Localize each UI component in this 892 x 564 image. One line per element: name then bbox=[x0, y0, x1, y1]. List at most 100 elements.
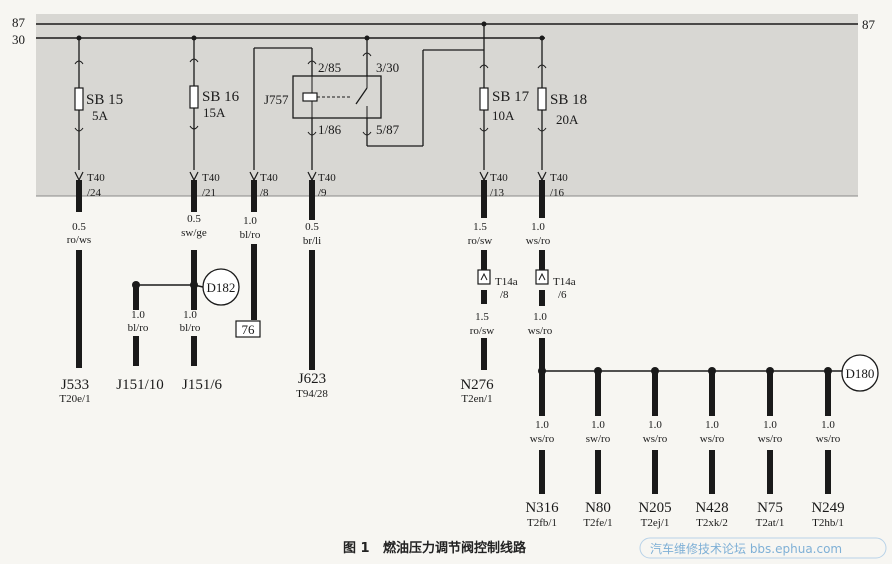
wire-color: ws/ro bbox=[758, 433, 783, 445]
wire-gauge: 1.0 bbox=[535, 419, 549, 431]
fuse-name: SB 18 bbox=[550, 92, 587, 108]
component-pin: T2at/1 bbox=[756, 517, 785, 529]
wire-labels: 0.5 ro/ws 0.5 sw/ge 1.0 bl/ro 0.5 br/li … bbox=[67, 213, 841, 445]
component-pin: T20e/1 bbox=[59, 393, 90, 405]
fuse-rating: 15A bbox=[203, 105, 226, 120]
wire-gauge: 1.5 bbox=[473, 221, 487, 233]
wire-color: bl/ro bbox=[128, 322, 149, 334]
ref-box: 76 bbox=[235, 320, 261, 338]
relay-pin-85: 2/85 bbox=[318, 60, 341, 75]
ground-point-d182: D182 bbox=[202, 268, 240, 306]
connector-label: T40 bbox=[318, 172, 336, 184]
wire-runs bbox=[76, 180, 831, 494]
connector-label: /13 bbox=[490, 187, 505, 199]
wire-gauge: 0.5 bbox=[305, 221, 319, 233]
wire-gauge: 1.0 bbox=[531, 221, 545, 233]
wire-gauge: 0.5 bbox=[187, 213, 201, 225]
wire-gauge: 0.5 bbox=[72, 221, 86, 233]
fuse-name: SB 17 bbox=[492, 89, 530, 105]
component-n75: N75 bbox=[757, 500, 783, 516]
component-pin: T2fe/1 bbox=[583, 517, 612, 529]
rail-label-87-left: 87 bbox=[12, 15, 26, 30]
rail-label-30: 30 bbox=[12, 32, 25, 47]
wire-color: ws/ro bbox=[526, 235, 551, 247]
watermark-frame bbox=[639, 537, 887, 559]
component-pin: T94/28 bbox=[296, 388, 328, 400]
connector-label: /16 bbox=[550, 187, 565, 199]
wire-color: br/li bbox=[303, 235, 321, 247]
connector-label: /6 bbox=[558, 289, 567, 301]
ground-label: D182 bbox=[207, 280, 236, 295]
wire-color: bl/ro bbox=[180, 322, 201, 334]
fuse-relay-panel bbox=[36, 14, 858, 196]
wire-color: bl/ro bbox=[240, 229, 261, 241]
component-j151-10: J151/10 bbox=[116, 377, 164, 393]
relay-name: J757 bbox=[264, 92, 289, 107]
wire-gauge: 1.0 bbox=[243, 215, 257, 227]
fuse-name: SB 16 bbox=[202, 89, 240, 105]
wire-color: ws/ro bbox=[528, 325, 553, 337]
component-pin: T2fb/1 bbox=[527, 517, 557, 529]
wire-gauge: 1.5 bbox=[475, 311, 489, 323]
connector-label: /24 bbox=[87, 187, 102, 199]
fuse-rating: 5A bbox=[92, 108, 109, 123]
wire-gauge: 1.0 bbox=[131, 309, 145, 321]
wire-color: sw/ro bbox=[586, 433, 611, 445]
wire-gauge: 1.0 bbox=[591, 419, 605, 431]
fuse-sb16: SB 16 15A bbox=[189, 38, 240, 170]
component-n316: N316 bbox=[525, 500, 559, 516]
wire-color: ws/ro bbox=[700, 433, 725, 445]
fuse-sb17: SB 17 10A bbox=[479, 24, 530, 170]
connector-label: T40 bbox=[490, 172, 508, 184]
connector-label: /8 bbox=[260, 187, 269, 199]
wire-gauge: 1.0 bbox=[533, 311, 547, 323]
wire-gauge: 1.0 bbox=[821, 419, 835, 431]
wire-color: ws/ro bbox=[530, 433, 555, 445]
wire-gauge: 1.0 bbox=[705, 419, 719, 431]
component-pin: T2en/1 bbox=[461, 393, 492, 405]
component-labels: J533 T20e/1 J151/10 J151/6 J623 T94/28 N… bbox=[59, 371, 844, 529]
connector-label: T40 bbox=[550, 172, 568, 184]
plug-t14a-6: T14a /6 bbox=[535, 269, 576, 301]
component-n205: N205 bbox=[638, 500, 671, 516]
fuse-rating: 20A bbox=[556, 112, 579, 127]
component-j533: J533 bbox=[61, 377, 89, 393]
figure-number: 图 1 bbox=[343, 541, 370, 556]
wire-color: ws/ro bbox=[643, 433, 668, 445]
relay-pin-86: 1/86 bbox=[318, 122, 342, 137]
component-pin: T2ej/1 bbox=[641, 517, 670, 529]
ground-label: D180 bbox=[846, 366, 875, 381]
component-n249: N249 bbox=[811, 500, 844, 516]
wire-color: sw/ge bbox=[181, 227, 207, 239]
connector-label: /21 bbox=[202, 187, 216, 199]
rail-label-87-right: 87 bbox=[862, 17, 876, 32]
watermark: 汽车维修技术论坛 bbs.ephua.com bbox=[650, 541, 842, 556]
connector-label: T40 bbox=[202, 172, 220, 184]
connector-label: T14a bbox=[495, 276, 518, 288]
connector-label: T40 bbox=[260, 172, 278, 184]
wire-gauge: 1.0 bbox=[648, 419, 662, 431]
component-n276: N276 bbox=[460, 377, 494, 393]
component-j151-6: J151/6 bbox=[182, 377, 223, 393]
component-pin: T2xk/2 bbox=[696, 517, 728, 529]
wire-color: ro/sw bbox=[470, 325, 495, 337]
component-pin: T2hb/1 bbox=[812, 517, 844, 529]
relay-j757: J757 2/85 3/30 1/86 5/87 bbox=[253, 38, 484, 170]
wire-color: ws/ro bbox=[816, 433, 841, 445]
figure-title: 燃油压力调节阀控制线路 bbox=[383, 540, 527, 556]
component-n80: N80 bbox=[585, 500, 611, 516]
wire-gauge: 1.0 bbox=[763, 419, 777, 431]
wire-color: ro/ws bbox=[67, 234, 91, 246]
relay-pin-87: 5/87 bbox=[376, 122, 400, 137]
connector-label: /9 bbox=[318, 187, 327, 199]
connector-label: /8 bbox=[500, 289, 509, 301]
fuse-name: SB 15 bbox=[86, 92, 123, 108]
svg-text:76: 76 bbox=[242, 322, 256, 337]
connector-label: T14a bbox=[553, 276, 576, 288]
plug-t14a-8: T14a /8 bbox=[477, 269, 518, 301]
component-j623: J623 bbox=[298, 371, 326, 387]
component-n428: N428 bbox=[695, 500, 728, 516]
fuse-sb15: SB 15 5A bbox=[74, 38, 123, 170]
wire-color: ro/sw bbox=[468, 235, 493, 247]
